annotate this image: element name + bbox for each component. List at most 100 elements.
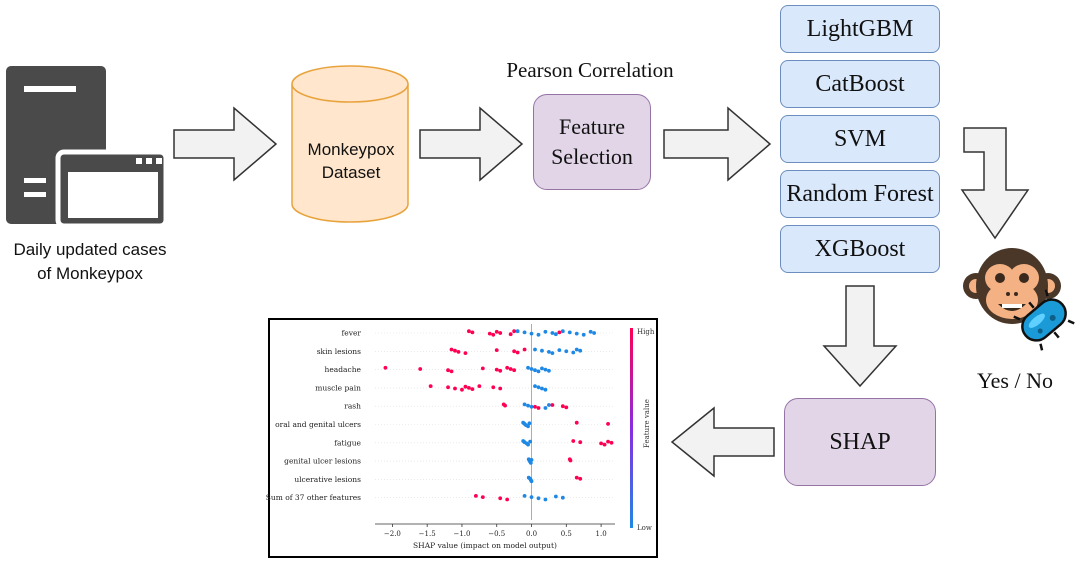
shap-point <box>574 347 579 352</box>
x-tick-label: 1.0 <box>596 530 607 538</box>
shap-point <box>557 348 562 352</box>
output-label: Yes / No <box>976 368 1053 393</box>
feature-label: genital ulcer lesions <box>284 457 361 466</box>
shap-point <box>540 386 544 391</box>
shap-point <box>560 404 565 409</box>
shap-point <box>522 402 527 407</box>
shap-point <box>574 475 579 480</box>
shap-point <box>526 365 530 370</box>
arrow-left-icon <box>670 406 775 478</box>
shap-point <box>571 439 576 443</box>
x-tick-label: 0.5 <box>561 530 572 538</box>
feature-label: ulcerative lesions <box>294 475 361 484</box>
shap-point <box>526 424 530 429</box>
shap-point <box>463 384 468 389</box>
shap-point <box>418 367 423 371</box>
shap-box: SHAP <box>784 398 936 486</box>
shap-point <box>446 385 450 390</box>
shap-point <box>578 476 583 481</box>
arrow-right-icon <box>173 106 278 182</box>
shap-point <box>543 406 548 410</box>
shap-point <box>578 348 583 353</box>
shap-point <box>553 494 558 499</box>
arrow-down-icon <box>822 285 898 388</box>
x-axis-label: SHAP value (impact on model output) <box>413 541 557 550</box>
shap-point <box>473 494 478 498</box>
shap-point <box>428 384 433 388</box>
shap-point <box>491 332 496 337</box>
source-caption: Daily updated cases of Monkeypox <box>13 240 167 283</box>
shap-point <box>571 350 576 355</box>
shap-point <box>529 404 534 409</box>
shap-point <box>592 331 597 335</box>
shap-point <box>480 495 485 499</box>
shap-point <box>574 420 579 425</box>
shap-point <box>547 403 551 407</box>
arrow-right-icon <box>419 106 524 182</box>
shap-point <box>503 403 507 408</box>
shap-point <box>568 458 573 463</box>
shap-point <box>602 442 607 447</box>
shap-point <box>487 331 492 336</box>
shap-point <box>512 329 517 334</box>
feature-label: skin lesions <box>317 347 361 356</box>
shap-point <box>463 351 468 355</box>
shap-point <box>480 366 485 371</box>
shap-point <box>533 368 537 373</box>
shap-point <box>522 330 527 335</box>
shap-point <box>543 387 548 392</box>
shap-point <box>606 422 610 426</box>
shap-point <box>529 495 534 499</box>
shap-point <box>494 329 499 334</box>
model-catboost: CatBoost <box>780 60 940 108</box>
x-tick-label: −0.5 <box>488 530 505 538</box>
shap-point <box>540 348 544 353</box>
shap-point <box>533 384 537 388</box>
shap-point <box>543 497 548 502</box>
shap-point <box>453 386 457 391</box>
feature-label: fatigue <box>334 438 361 447</box>
feature-label: headache <box>325 365 362 374</box>
shap-point <box>536 332 541 337</box>
shap-point <box>564 349 569 354</box>
shap-point <box>533 404 537 409</box>
colorbar-low-label: Low <box>637 524 652 532</box>
feature-selection-box: Feature Selection <box>533 94 651 190</box>
shap-point <box>383 365 388 370</box>
shap-point <box>494 367 499 372</box>
feature-label: rash <box>344 402 361 411</box>
colorbar <box>630 328 633 528</box>
shap-point <box>528 461 533 465</box>
shap-point <box>536 385 541 390</box>
shap-point <box>550 331 555 335</box>
shap-point <box>477 384 482 388</box>
shap-point <box>456 350 461 354</box>
shap-point <box>512 368 517 373</box>
shap-point <box>515 329 520 334</box>
shap-point <box>564 405 569 410</box>
shap-point <box>529 479 534 484</box>
feature-label: Sum of 37 other features <box>266 493 361 502</box>
colorbar-high-label: High <box>637 328 655 336</box>
shap-point <box>526 403 530 408</box>
shap-point <box>508 332 513 337</box>
shap-point <box>529 331 534 336</box>
shap-point <box>498 386 503 391</box>
shap-point <box>527 421 532 426</box>
model-lightgbm: LightGBM <box>780 5 940 53</box>
shap-point <box>449 347 454 352</box>
shap-point <box>529 367 534 371</box>
shap-point <box>536 369 541 374</box>
shap-point <box>522 494 527 498</box>
shap-point <box>536 406 541 410</box>
shap-point <box>467 329 471 334</box>
shap-point <box>609 440 614 445</box>
shap-point <box>567 330 572 335</box>
shap-point <box>560 495 565 500</box>
shap-point <box>550 403 555 407</box>
virus-icon <box>1013 289 1075 351</box>
shap-point <box>498 331 503 335</box>
shap-point <box>543 367 548 372</box>
shap-point <box>446 368 450 373</box>
